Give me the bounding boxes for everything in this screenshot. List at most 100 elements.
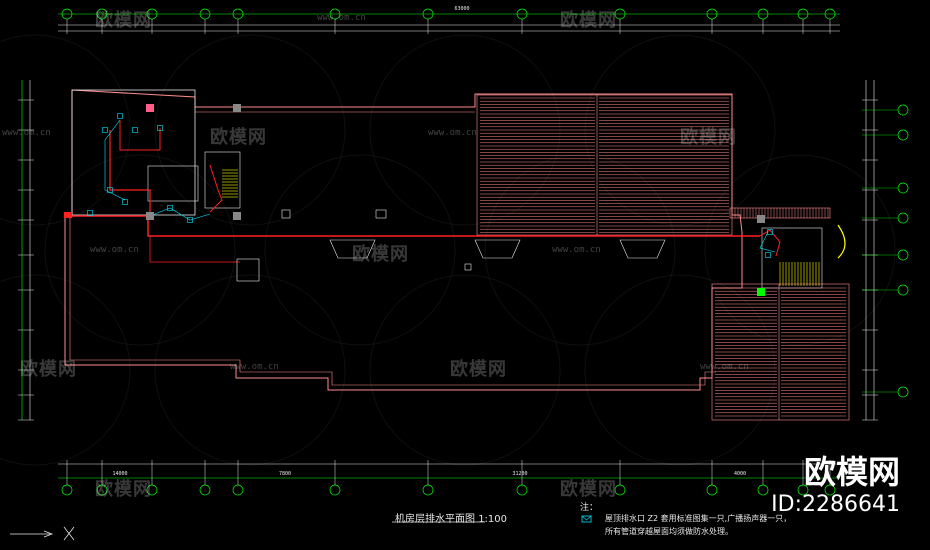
panel-block-top bbox=[476, 94, 733, 236]
drainage-pipe-right bbox=[759, 229, 781, 257]
speaker-legend-icon bbox=[581, 515, 592, 523]
watermark: 欧模网 bbox=[560, 10, 617, 31]
watermark-url: www.om.cn bbox=[317, 13, 366, 23]
axis-bubble-bottom bbox=[516, 484, 528, 496]
watermark: 欧模网 bbox=[680, 127, 737, 148]
axis-bubble-right bbox=[897, 249, 909, 261]
watermark-ring bbox=[704, 154, 896, 346]
equipment-symbol bbox=[187, 217, 193, 223]
walkway-hatch bbox=[731, 208, 829, 218]
axis-bubble-bottom bbox=[329, 484, 341, 496]
equipment-symbol bbox=[132, 127, 138, 133]
brand-logo: 欧模网 bbox=[803, 453, 900, 491]
green-block bbox=[757, 288, 765, 296]
total-dimension: 63000 bbox=[454, 6, 469, 12]
bottom-dim-3: 31200 bbox=[512, 471, 527, 477]
drainage-pipe-branch-3 bbox=[149, 236, 240, 263]
roof-drain bbox=[146, 104, 154, 112]
bottom-dim-2: 7800 bbox=[279, 471, 291, 477]
equipment-symbol bbox=[122, 199, 128, 205]
equipment-symbol bbox=[87, 210, 93, 216]
axis-bubble-bottom bbox=[232, 484, 244, 496]
watermark-ring bbox=[369, 274, 561, 466]
drainage-pipe-branch-2 bbox=[119, 120, 161, 151]
vent-1 bbox=[281, 209, 291, 219]
drawing-title-text: 机房层排水平面图 bbox=[395, 514, 475, 525]
north-arrow-head bbox=[43, 530, 54, 538]
top-axis-markers bbox=[61, 8, 836, 34]
stair-enclosure bbox=[204, 151, 241, 209]
drainage-pipe-main bbox=[70, 215, 760, 237]
skylight-1 bbox=[474, 239, 521, 259]
watermark-ring bbox=[369, 34, 561, 226]
curved-wall bbox=[837, 224, 846, 259]
watermark-ring bbox=[264, 154, 456, 346]
equipment-symbols bbox=[87, 113, 773, 258]
drainage-riser bbox=[209, 164, 223, 213]
axis-bubble-bottom bbox=[199, 484, 211, 496]
bottom-dim-4: 4000 bbox=[734, 471, 746, 477]
axis-bubble-right bbox=[897, 129, 909, 141]
note-line-2: 所有管道穿越屋面均须做防水处理。 bbox=[605, 527, 733, 536]
cross-mark-icon bbox=[63, 526, 75, 541]
watermark-ring bbox=[154, 274, 346, 466]
notes-label: 注： bbox=[580, 503, 599, 513]
axis-bubble-right bbox=[897, 284, 909, 296]
watermark-url: www.om.cn bbox=[230, 362, 279, 372]
watermark-url: www.om.cn bbox=[90, 245, 139, 255]
skylight-3 bbox=[329, 239, 376, 259]
watermark-url: www.om.cn bbox=[700, 362, 749, 372]
watermark: 欧模网 bbox=[95, 479, 152, 500]
grey-block-4 bbox=[757, 215, 765, 223]
speaker-legend-icon-detail bbox=[581, 515, 592, 521]
watermark: 欧模网 bbox=[352, 244, 409, 265]
equipment-symbol bbox=[107, 187, 113, 193]
grey-block bbox=[233, 104, 241, 112]
drawing-scale: 1:100 bbox=[478, 514, 508, 525]
drawing-title: 机房层排水平面图 1:100 bbox=[395, 510, 507, 525]
watermark-url: www.om.cn bbox=[552, 245, 601, 255]
watermark-ring bbox=[0, 34, 131, 226]
watermark: 欧模网 bbox=[210, 127, 267, 148]
watermark-ring bbox=[44, 154, 236, 346]
axis-bubble-bottom bbox=[422, 484, 434, 496]
grid-guides bbox=[0, 34, 896, 466]
equipment-base bbox=[236, 258, 260, 282]
axis-bubble-right bbox=[897, 104, 909, 116]
watermark-ring bbox=[584, 274, 776, 466]
watermark-ring bbox=[584, 34, 776, 226]
axis-bubble-right bbox=[897, 386, 909, 398]
axis-bubble-bottom bbox=[757, 484, 769, 496]
vent-3 bbox=[464, 263, 472, 271]
axis-bubble-right bbox=[897, 182, 909, 194]
watermark: 欧模网 bbox=[20, 359, 77, 380]
cyan-pipe-3 bbox=[759, 231, 776, 253]
watermark-ring bbox=[154, 34, 346, 226]
grey-block-2 bbox=[146, 212, 154, 220]
stair-right bbox=[779, 262, 820, 286]
equipment-symbol bbox=[102, 127, 108, 133]
stair-left bbox=[222, 169, 238, 198]
watermark: 欧模网 bbox=[560, 479, 617, 500]
cyan-pipe bbox=[104, 119, 126, 201]
left-axis-markers bbox=[18, 99, 34, 421]
bottom-dim-1: 14000 bbox=[112, 471, 127, 477]
equipment-symbol bbox=[767, 229, 773, 235]
equipment-symbol bbox=[117, 113, 123, 119]
equipment-symbol bbox=[157, 125, 163, 131]
panel-hatch-top bbox=[480, 95, 729, 235]
watermark-ring bbox=[484, 154, 676, 346]
bottom-axis-markers bbox=[61, 460, 836, 496]
axis-bubble-right bbox=[897, 212, 909, 224]
drainage-pipe-branch bbox=[109, 130, 151, 216]
watermark-url: www.om.cn bbox=[2, 128, 51, 138]
inner-wall-line bbox=[69, 215, 716, 386]
drain-outlet bbox=[64, 212, 72, 218]
watermark-url: www.om.cn bbox=[428, 128, 477, 138]
brand-id: ID:2286641 bbox=[771, 492, 900, 517]
watermark: 欧模网 bbox=[450, 359, 507, 380]
equipment-symbol bbox=[765, 252, 771, 258]
cyan-pipe-2 bbox=[149, 207, 211, 221]
